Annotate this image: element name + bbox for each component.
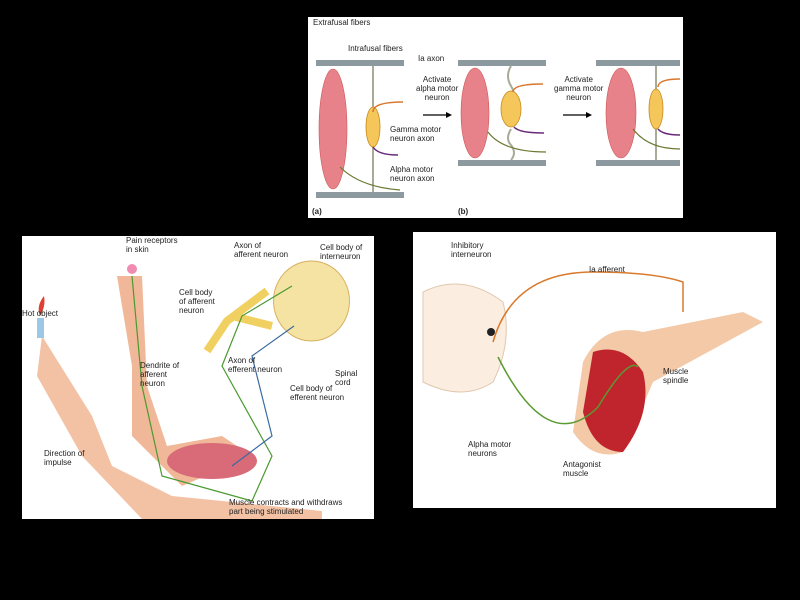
label-axon-afferent: Axon of afferent neuron: [234, 241, 289, 259]
label-inhibitory-interneuron: Inhibitory interneuron: [451, 241, 492, 259]
muscle-spindle-diagram: Extrafusal fibers Intrafusal fibers Ia a…: [308, 17, 683, 218]
label-alpha-motor-neurons: Alpha motor neurons: [468, 440, 512, 458]
label-direction-impulse: Direction of impulse: [44, 449, 85, 467]
label-cell-body-interneuron: Cell body of interneuron: [320, 243, 363, 261]
label-hot-object: Hot object: [22, 309, 59, 318]
label-muscle-contracts: Muscle contracts and withdraws part bein…: [229, 498, 343, 516]
label-cell-body-afferent: Cell body of afferent neuron: [179, 288, 215, 315]
reflex-illustration: [37, 260, 350, 519]
label-part-a: (a): [312, 207, 322, 216]
label-part-b: (b): [458, 207, 469, 216]
stretch-reflex-diagram: Inhibitory interneuron Ia afferent Muscl…: [413, 232, 776, 508]
label-gamma-motor-axon: Gamma motor neuron axon: [390, 125, 442, 143]
label-extrafusal-fibers: Extrafusal fibers: [313, 18, 371, 27]
label-cell-body-efferent: Cell body of efferent neuron: [290, 384, 345, 402]
label-activate-alpha: Activate alpha motor neuron: [416, 75, 459, 102]
label-muscle-spindle: Muscle spindle: [663, 367, 689, 385]
label-intrafusal-fibers: Intrafusal fibers: [348, 44, 403, 53]
label-activate-gamma: Activate gamma motor neuron: [554, 75, 604, 102]
spindle-illustration: [316, 60, 681, 198]
label-ia-afferent: Ia afferent: [589, 265, 625, 274]
label-spinal-cord: Spinal cord: [335, 369, 358, 387]
withdrawal-reflex-diagram: Pain receptors in skin Hot object Axon o…: [22, 236, 374, 519]
label-alpha-motor-axon: Alpha motor neuron axon: [390, 165, 435, 183]
label-dendrite-afferent: Dendrite of afferent neuron: [140, 361, 180, 388]
label-antagonist-muscle: Antagonist muscle: [563, 460, 601, 478]
label-ia-axon: Ia axon: [418, 54, 445, 63]
label-axon-efferent: Axon of efferent neuron: [228, 356, 283, 374]
label-pain-receptors: Pain receptors in skin: [126, 236, 178, 254]
stretch-reflex-illustration: [422, 271, 763, 455]
